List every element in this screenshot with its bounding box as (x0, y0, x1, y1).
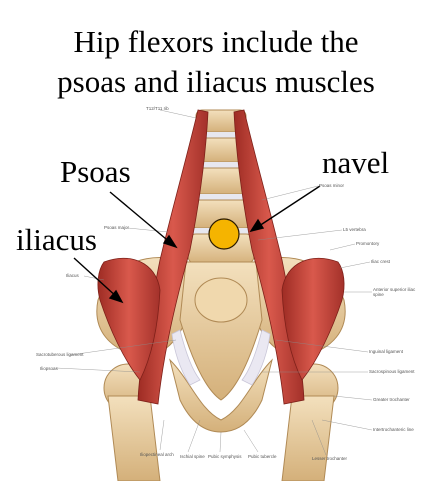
iliacus-label: iliacus (16, 222, 97, 257)
label-psoas-major: Psoas major (104, 225, 130, 230)
label-iliacus-small: Iliacus (66, 273, 79, 278)
label-pubic-symphysis: Pubic symphysis (208, 454, 242, 459)
ligaments (171, 329, 271, 386)
title-line-2: psoas and iliacus muscles (57, 64, 375, 99)
navel-dot (208, 218, 240, 250)
label-greater-trochanter: Greater trochanter (373, 397, 410, 402)
label-promontory: Promontory (356, 241, 380, 246)
label-iliopsoas: Iliopsoas (40, 366, 58, 371)
label-iliopectineal: Iliopectineal arch (140, 452, 174, 457)
label-ischial-spine: Ischial spine (180, 454, 205, 459)
title-line-1: Hip flexors include the (73, 24, 359, 59)
label-arrows (73, 185, 321, 304)
navel-label: navel (322, 145, 390, 180)
label-t12: T12/T11 rib (146, 106, 169, 111)
label-pubic-tubercle: Pubic tubercle (248, 454, 277, 459)
label-sacrotuberous: Sacrotuberous ligament (36, 352, 84, 357)
psoas-label: Psoas (60, 154, 131, 189)
iliacus-muscles (97, 257, 345, 381)
small-leader-lines (55, 109, 373, 456)
label-l5: L5 vertebra (343, 227, 366, 232)
label-iliac-crest: Iliac crest (371, 259, 391, 264)
label-asis: Anterior superior iliac spine (373, 287, 416, 297)
label-sacrospinous: Sacrospinous ligament (369, 369, 415, 374)
label-psoas-minor: Psoas minor (319, 183, 345, 188)
label-inguinal: Inguinal ligament (369, 349, 404, 354)
label-lesser-trochanter: Lesser trochanter (312, 456, 348, 461)
label-intertrochanteric: Intertrochanteric line (373, 427, 414, 432)
